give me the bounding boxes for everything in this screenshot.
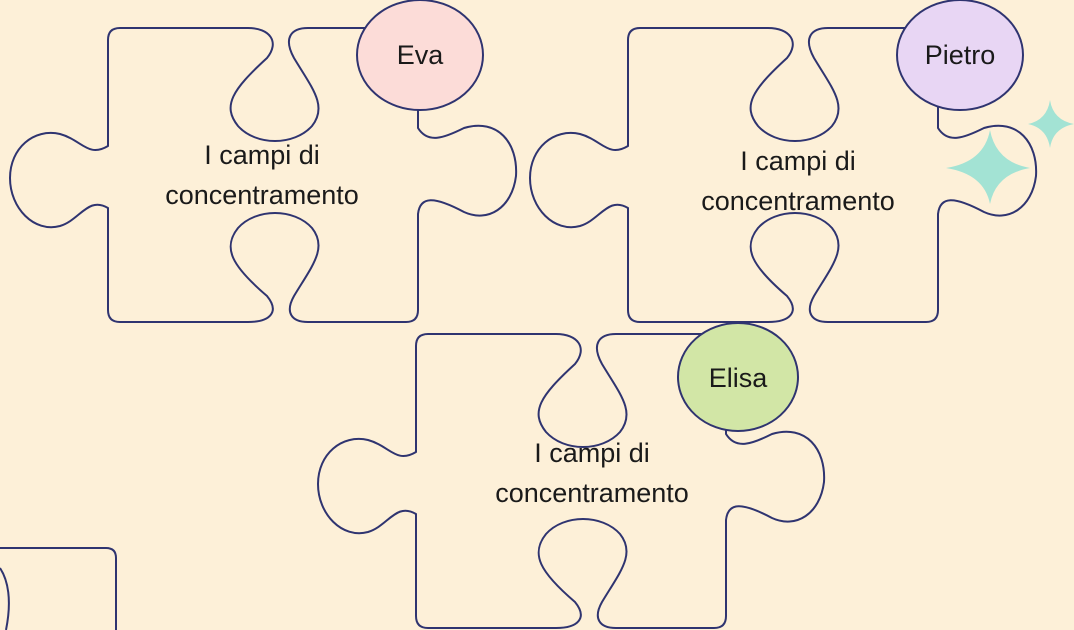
name-badge-elisa: Elisa [677, 322, 799, 432]
badge-circle [896, 0, 1024, 111]
piece-label-line2: concentramento [701, 186, 895, 216]
name-badge-pietro: Pietro [896, 0, 1024, 111]
badge-name: Elisa [709, 363, 769, 393]
badge-name: Pietro [925, 40, 996, 70]
badge-circle [677, 322, 799, 432]
sparkle-large-icon [946, 130, 1030, 204]
puzzle-piece-pietro: I campi di concentramento [529, 27, 1038, 323]
piece-label-line1: I campi di [534, 438, 650, 468]
sparkle-small-icon [1028, 100, 1074, 148]
partial-puzzle-piece [0, 547, 117, 630]
piece-label-line2: concentramento [495, 478, 689, 508]
piece-label-line1: I campi di [204, 140, 320, 170]
puzzle-piece-elisa: I campi di concentramento [317, 333, 826, 629]
badge-circle [356, 0, 484, 111]
name-badge-eva: Eva [356, 0, 484, 111]
piece-label-line2: concentramento [165, 180, 359, 210]
piece-label-line1: I campi di [740, 146, 856, 176]
puzzle-piece-eva: I campi di concentramento [9, 27, 518, 323]
badge-name: Eva [397, 40, 445, 70]
